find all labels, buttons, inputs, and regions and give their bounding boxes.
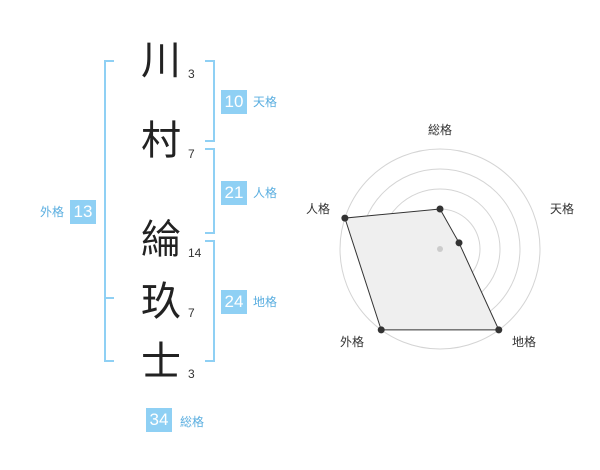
gaikaku-badge: 13 [70,200,96,224]
chikaku-bracket [205,240,215,362]
jinkaku-badge: 21 [221,181,247,205]
radar-points [341,205,503,334]
axis-label-chikaku: 地格 [512,334,536,349]
tenkaku-badge: 10 [221,90,247,114]
gaikaku-bracket-tick [104,297,114,299]
stroke-count-5: 3 [188,367,195,381]
name-char-5: 士 [141,339,181,385]
name-char-1: 川 [141,38,181,84]
radar-point-4 [341,214,349,222]
name-char-3: 綸 [141,217,181,263]
name-char-4: 玖 [141,279,181,325]
axis-label-gaikaku: 外格 [340,334,364,349]
radar-point-0 [436,205,444,213]
soukaku-badge: 34 [146,408,172,432]
tenkaku-bracket [205,60,215,142]
gaikaku-label: 外格 [40,205,65,219]
stroke-count-3: 14 [188,246,202,260]
radar-point-2 [495,326,503,334]
tenkaku-label: 天格 [253,95,278,109]
radar-ring [339,148,541,350]
jinkaku-bracket [205,148,215,234]
axis-label-jinkaku: 人格 [306,201,330,216]
stroke-count-2: 7 [188,147,195,161]
axis-label-soukaku: 総格 [428,122,452,137]
radar-point-3 [377,326,385,334]
name-char-2: 村 [141,118,181,164]
soukaku-label: 総格 [180,415,205,429]
axis-label-tenkaku: 天格 [550,201,574,216]
gaikaku-bracket [104,60,114,362]
chikaku-badge: 24 [221,290,247,314]
chikaku-label: 地格 [253,295,278,309]
stroke-count-1: 3 [188,67,195,81]
radar-center-dot [437,246,443,252]
stroke-count-4: 7 [188,306,195,320]
radar-point-1 [455,239,463,247]
jinkaku-label: 人格 [253,186,278,200]
radar-area [344,208,500,331]
